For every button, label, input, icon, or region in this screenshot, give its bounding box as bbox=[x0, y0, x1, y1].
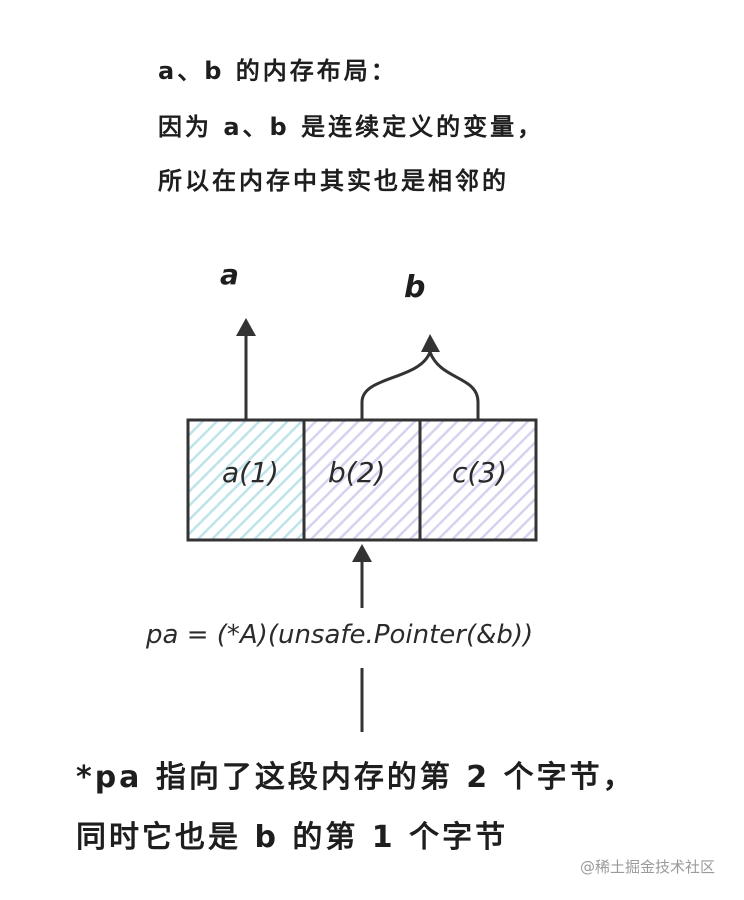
intro-line-2: 因为 a、b 是连续定义的变量， bbox=[158, 113, 545, 141]
pointer-expression: pa = (*A)(unsafe.Pointer(&b)) bbox=[146, 620, 534, 650]
memory-cell-a bbox=[186, 418, 306, 542]
intro-line-3: 所以在内存中其实也是相邻的 bbox=[158, 167, 509, 195]
pointer-arrow bbox=[352, 544, 372, 732]
memory-cell-b bbox=[302, 418, 422, 542]
variable-a-label: a bbox=[220, 258, 239, 291]
cell-a-label: a(1) bbox=[222, 456, 279, 489]
outro-line-1: *pa 指向了这段内存的第 2 个字节， bbox=[76, 760, 636, 795]
cell-b-label: b(2) bbox=[328, 456, 386, 489]
intro-line-1: a、b 的内存布局： bbox=[158, 57, 398, 85]
arrow-to-b bbox=[360, 334, 480, 420]
outro-line-2: 同时它也是 b 的第 1 个字节 bbox=[76, 820, 509, 855]
variable-b-label: b bbox=[404, 270, 426, 305]
cell-c-label: c(3) bbox=[452, 456, 508, 489]
watermark: @稀土掘金技术社区 bbox=[580, 858, 716, 876]
arrow-to-a bbox=[236, 318, 256, 420]
